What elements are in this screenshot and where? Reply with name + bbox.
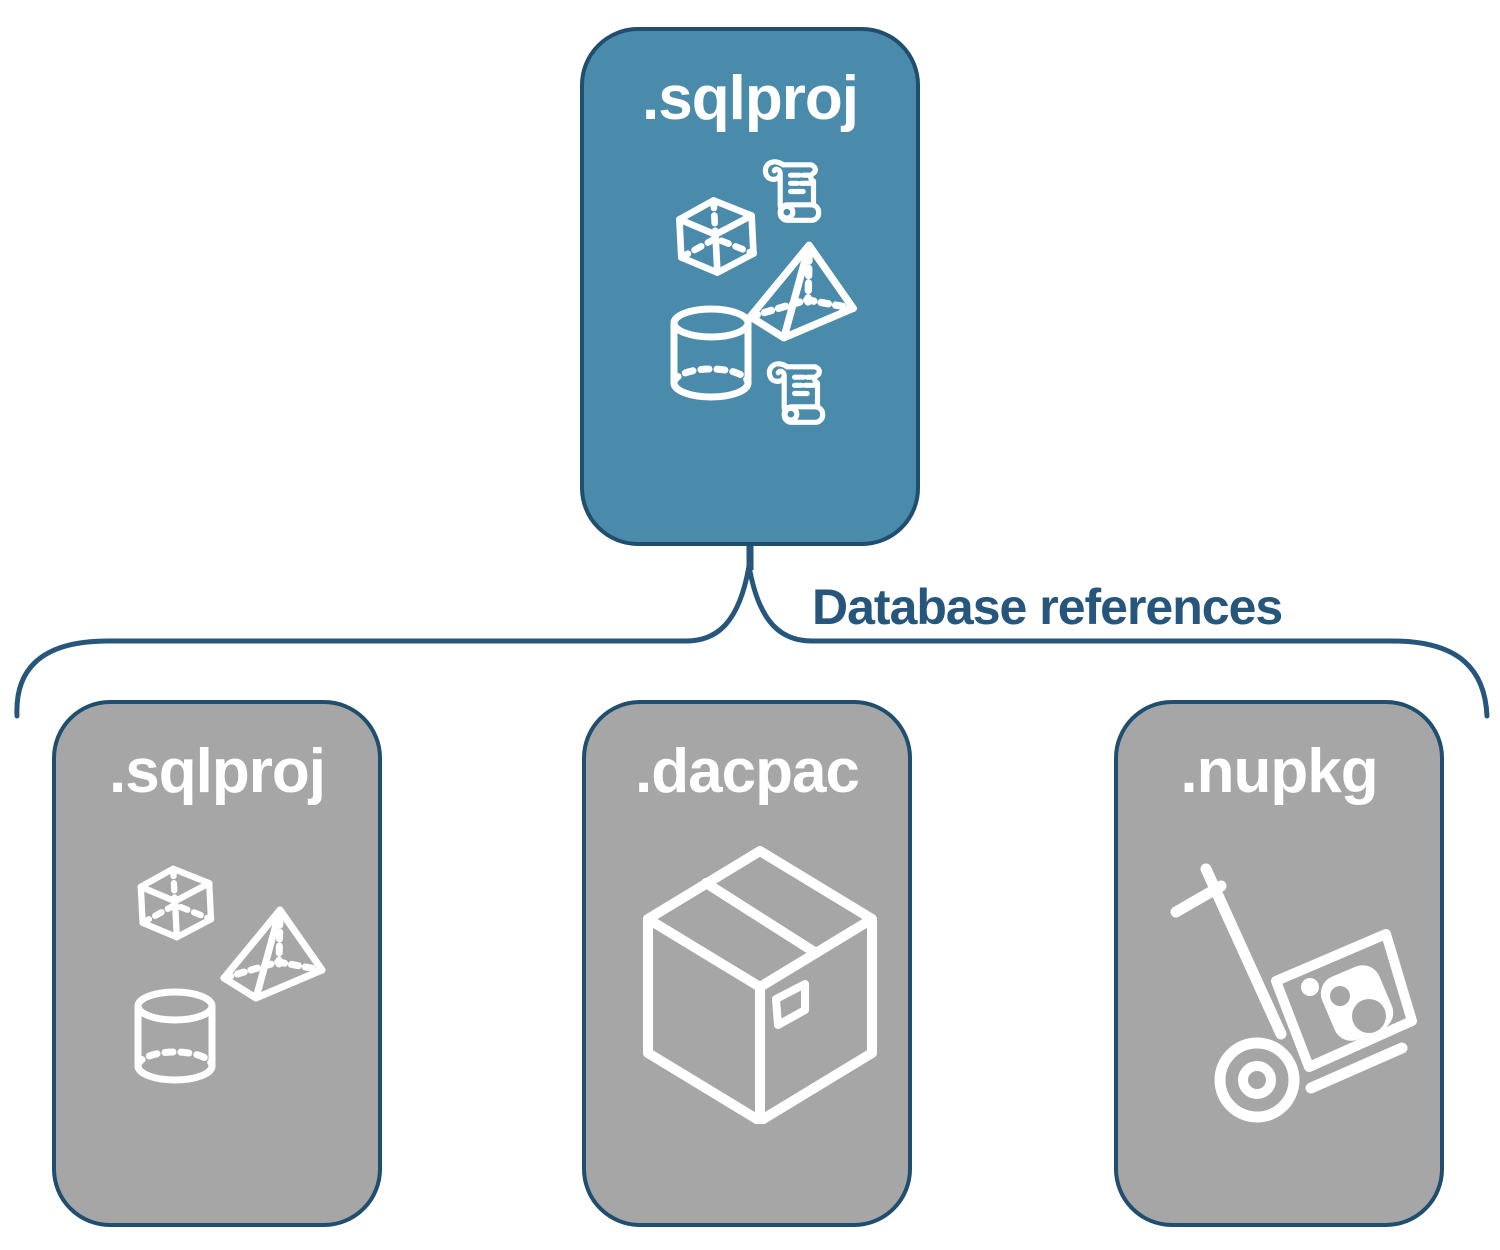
package-box-icon — [643, 846, 877, 1124]
hand-truck-crossbar — [1170, 880, 1227, 918]
cube-icon — [676, 197, 757, 276]
hand-truck-hub — [1238, 1061, 1276, 1099]
pyramid-icon — [220, 906, 326, 1002]
script-scroll-icon — [766, 361, 826, 425]
nuget-logo — [1301, 965, 1394, 1041]
child-node-label: .nupkg — [1180, 737, 1378, 806]
cylinder-icon — [670, 305, 752, 401]
cube-icon — [137, 865, 215, 941]
pyramid-icon — [746, 241, 857, 342]
hand-truck-wheel — [1214, 1037, 1300, 1123]
nuget-hand-truck-icon — [1170, 863, 1417, 1123]
root-node-label: .sqlproj — [642, 64, 859, 133]
sql-project-artifacts-icons — [134, 865, 326, 1084]
node-child-sqlproj: .sqlproj — [52, 700, 382, 1227]
node-child-nupkg: .nupkg — [1114, 700, 1444, 1227]
curly-brace — [14, 565, 1490, 719]
sql-project-artifacts-icons — [670, 159, 857, 425]
node-child-dacpac: .dacpac — [582, 700, 912, 1227]
hand-truck-handle — [1200, 863, 1287, 1040]
node-root-sqlproj: .sqlproj — [580, 27, 920, 546]
connector-label: Database references — [812, 579, 1283, 635]
script-scroll-icon — [762, 159, 822, 223]
package-outline — [1271, 929, 1417, 1072]
cylinder-icon — [134, 988, 216, 1084]
hand-truck-base — [1305, 1042, 1408, 1094]
child-node-label: .dacpac — [635, 737, 860, 806]
child-node-label: .sqlproj — [109, 737, 326, 806]
